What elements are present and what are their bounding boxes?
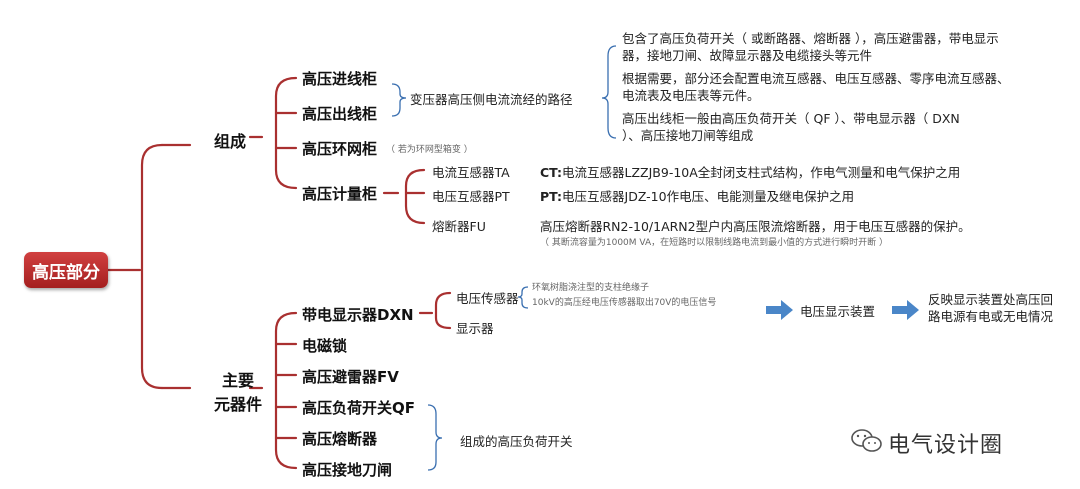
sensor-note-2: 10kV的高压经电压传感器取出70V的电压信号 — [532, 298, 717, 308]
meter-text-ta: 电流互感器LZZJB9-10A全封闭支柱式结构，作电气测量和电气保护之用 — [562, 165, 961, 180]
item-dxn: 带电显示器DXN — [302, 306, 414, 324]
item-outgoing-cabinet: 高压出线柜 — [302, 105, 378, 123]
meter-item-pt: 电压互感器PT — [432, 189, 510, 204]
group-load-switch-label: 组成的高压负荷开关 — [460, 434, 573, 449]
display-result: 反映显示装置处高压回 路电源有电或无电情况 — [928, 291, 1053, 325]
item-hv-fuse: 高压熔断器 — [302, 430, 378, 448]
arrow-right-icon — [766, 300, 793, 320]
item-earthing-switch: 高压接地刀闸 — [302, 461, 393, 479]
sensor-note-1: 环氧树脂浇注型的支柱绝缘子 — [532, 283, 650, 293]
branch-composition: 组成 — [214, 132, 247, 151]
meter-code-ta: CT: — [540, 165, 563, 180]
path-label: 变压器高压侧电流流经的路径 — [410, 92, 573, 107]
meter-desc-pt: PT:电压互感器JDZ-10作电压、电能测量及继电保护之用 — [540, 186, 854, 205]
path-desc-1: 包含了高压负荷开关（ 或断路器、熔断器 ），高压避雷器，带电显示器，接地刀闸、故… — [622, 31, 999, 63]
watermark-text: 电气设计圈 — [888, 433, 1004, 458]
branch-components-line2: 元器件 — [214, 395, 263, 414]
meter-desc-ta: CT:电流互感器LZZJB9-10A全封闭支柱式结构，作电气测量和电气保护之用 — [540, 162, 960, 181]
ringmain-note: （ 若为环网型箱变 ） — [386, 145, 473, 155]
root-node: 高压部分 — [24, 252, 108, 288]
dxn-sensor: 电压传感器 — [456, 291, 519, 306]
meter-desc-fu: 高压熔断器RN2-10/1ARN2型户内高压限流熔断器，用于电压互感器的保护。 — [540, 219, 971, 234]
display-result-line2: 路电源有电或无电情况 — [928, 309, 1054, 324]
arrow-right-icon — [892, 300, 919, 320]
meter-code-pt: PT: — [540, 189, 563, 204]
branch-components: 主要 元器件 — [214, 367, 262, 415]
meter-item-fu: 熔断器FU — [432, 219, 486, 234]
item-load-switch: 高压负荷开关QF — [302, 399, 415, 417]
branch-components-line1: 主要 — [222, 371, 255, 390]
voltage-display-device: 电压显示装置 — [800, 304, 876, 319]
fuse-note: （ 其断流容量为1000M VA，在短路时以限制线路电流到最小值的方式进行瞬时开… — [540, 238, 888, 248]
item-metering-cabinet: 高压计量柜 — [302, 185, 378, 203]
dxn-display: 显示器 — [456, 321, 494, 336]
item-electromagnetic-lock: 电磁锁 — [302, 337, 348, 355]
path-desc-3: 高压出线柜一般由高压负荷开关（ QF ）、带电显示器（ DXN ）、高压接地刀闸… — [622, 111, 960, 143]
item-surge-arrester: 高压避雷器FV — [302, 368, 399, 386]
display-result-line1: 反映显示装置处高压回 — [928, 292, 1054, 307]
item-ringmain-cabinet: 高压环网柜 — [302, 140, 378, 158]
path-desc-2: 根据需要，部分还会配置电流互感器、电压互感器、零序电流互感器、电流表及电压表等元… — [622, 71, 1010, 103]
wechat-icon — [851, 429, 882, 452]
meter-item-ta: 电流互感器TA — [432, 165, 510, 180]
meter-text-pt: 电压互感器JDZ-10作电压、电能测量及继电保护之用 — [562, 189, 855, 204]
item-incoming-cabinet: 高压进线柜 — [302, 70, 378, 88]
